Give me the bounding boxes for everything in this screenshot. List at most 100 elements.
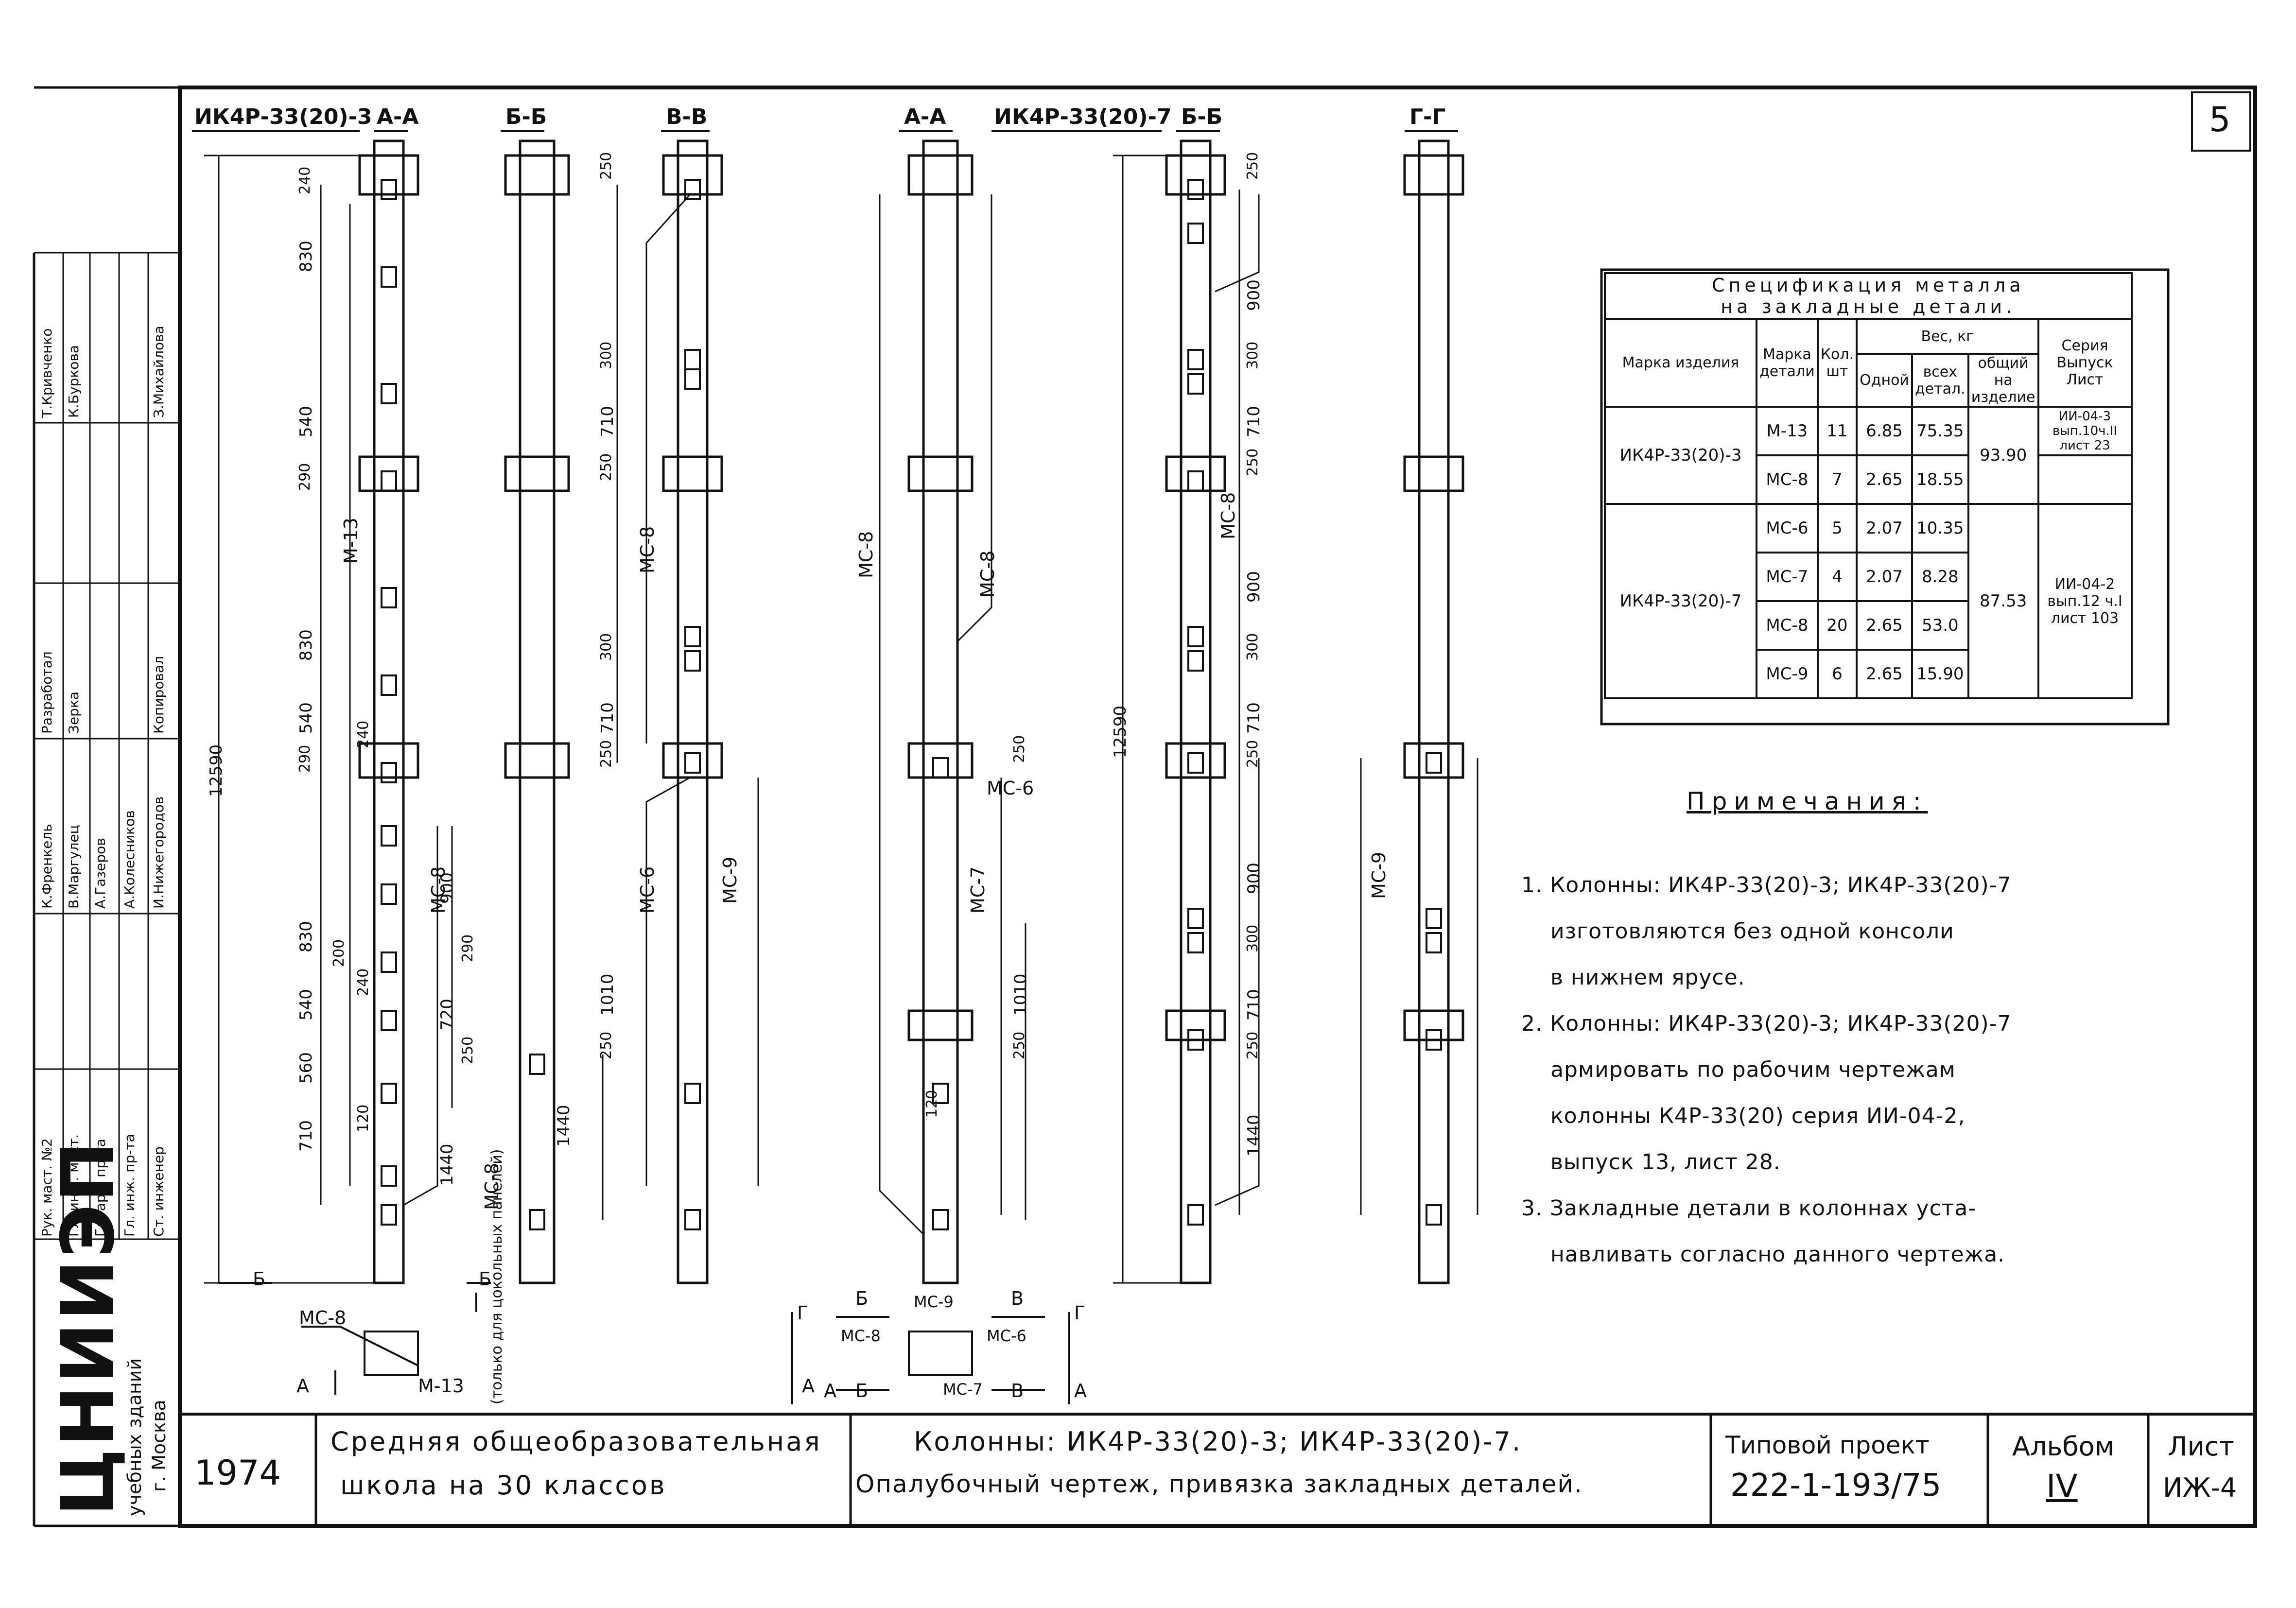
plan-detail-mid [791,1312,1070,1404]
spec-qty: 5 [1816,503,1858,553]
org-sub2: г. Москва [148,1400,170,1492]
note-line: навливать согласно данного чертежа. [1550,1242,2005,1267]
mark-label: МС-8 [1218,492,1239,539]
mark-label: МС-7 [943,1380,983,1399]
plan-label: Г [1074,1302,1086,1324]
spec-all: 15.90 [1911,649,1969,699]
stamp-role2: Копировал [151,656,167,734]
plan-label: А [296,1375,309,1397]
title-sheet-1: Колонны: ИК4Р-33(20)-3; ИК4Р-33(20)-7. [914,1426,1522,1457]
dim-label: 250 [1011,735,1028,763]
spec-h-weight: Вес, кг [1856,318,2039,355]
mark-label: МС-8 [977,550,998,598]
dim-label: 300 [598,633,615,661]
dim-label: 1440 [437,1143,457,1186]
note-line: армировать по рабочим чертежам [1550,1057,1956,1082]
plan-label: Б [253,1268,266,1290]
spec-h-total: общий на изделие [1967,353,2039,408]
stamp-name: В.Маргулец [66,825,82,909]
dim-label: 240 [355,720,372,748]
dim-label: 300 [598,341,615,369]
spec-qty: 20 [1816,600,1858,651]
spec-title-1: Спецификация металла [1711,275,2025,296]
page-number: 5 [2209,100,2231,139]
mark-label: МС-8 [855,531,877,578]
dim-label: 300 [1244,341,1261,369]
plan-label: А [824,1380,836,1401]
dim-label: 900 [1244,279,1264,311]
section-v-v-1: В-В [666,104,708,129]
spec-qty: 7 [1816,454,1858,505]
plan-label: Б [479,1268,492,1290]
note-line: 3. Закладные детали в колоннах уста- [1521,1196,1977,1221]
plan-label: А [1074,1380,1087,1401]
spec-one: 2.65 [1856,600,1913,651]
stamp-name2: З.Михайлова [151,326,167,418]
dim-label: 560 [296,1052,316,1084]
mark-label: МС-6 [987,778,1034,799]
plan-label: В [1011,1380,1024,1401]
column1-title: ИК4Р-33(20)-3 [194,104,372,129]
spec-product: ИК4Р-33(20)-7 [1604,503,1757,699]
dimension-lines [204,155,1478,1284]
dim-label: 250 [598,1031,615,1059]
spec-h-series: Серия Выпуск Лист [2037,318,2133,408]
socle-note: (только для цокольных панелей) [488,1149,505,1405]
title-year: 1974 [194,1453,281,1493]
total-height-left: 12590 [207,744,226,797]
stamp-name: А.Колесников [122,810,138,909]
stamp-role2: Зерка [66,691,82,734]
spec-total: 93.90 [1967,406,2039,505]
stamp-name: А.Газеров [92,838,108,909]
mark-label: МС-9 [1368,851,1390,899]
column-elevations [358,139,1464,1284]
org-logo: ЦНИИЭП [46,1139,131,1516]
stamp-name: И.Нижегородов [151,796,167,909]
dim-label: 290 [296,744,313,773]
album-value: IV [2046,1468,2078,1505]
plan-detail-left [219,1282,491,1395]
mark-label: МС-7 [967,866,989,914]
dim-label: 710 [1244,702,1264,734]
title-sheet-2: Опалубочный чертеж, привязка закладных д… [855,1470,1583,1498]
spec-all: 53.0 [1911,600,1969,651]
mark-label: МС-8 [841,1327,881,1345]
dim-label: 1010 [598,973,617,1016]
embedded-parts [381,179,1442,1230]
spec-one: 2.07 [1856,503,1913,553]
dim-label: 540 [296,989,316,1020]
spec-all: 10.35 [1911,503,1969,553]
spec-series: ИИ-04-3 вып.10ч.II лист 23 [2037,406,2133,456]
spec-all: 75.35 [1911,406,1969,456]
spec-one: 2.65 [1856,454,1913,505]
dim-label: 250 [459,1036,476,1064]
spec-h-all: всех детал. [1911,353,1969,408]
mark-label: МС-9 [914,1293,954,1311]
mark-label: МС-8 [299,1307,347,1329]
spec-qty: 11 [1816,406,1858,456]
mark-label: МС-8 [428,866,449,914]
spec-part: МС-7 [1756,552,1819,602]
dim-label: 720 [437,999,457,1030]
spec-part: МС-8 [1756,600,1819,651]
page-number-box [2191,91,2251,152]
dim-label: 290 [459,934,476,962]
stamp-role2: Разработал [39,651,55,734]
spec-h-part: Марка детали [1756,318,1819,408]
note-line: выпуск 13, лист 28. [1550,1150,1781,1175]
dim-label: 240 [355,968,372,996]
plan-label: В [1011,1288,1024,1309]
stamp-name: К.Френкель [39,824,55,909]
dim-label: 290 [296,463,313,491]
spec-part: М-13 [1756,406,1819,456]
dim-label: 250 [598,152,615,180]
spec-part: МС-9 [1756,649,1819,699]
note-line: изготовляются без одной консоли [1550,919,1954,944]
notes-title: Примечания: [1687,787,1928,815]
column2-title: ИК4Р-33(20)-7 [994,104,1172,129]
plan-label: Г [797,1302,809,1324]
mark-label: МС-9 [719,856,741,904]
sheet-value: ИЖ-4 [2163,1472,2237,1503]
mark-label: МС-6 [637,866,658,914]
mark-label: М-13 [340,518,362,564]
